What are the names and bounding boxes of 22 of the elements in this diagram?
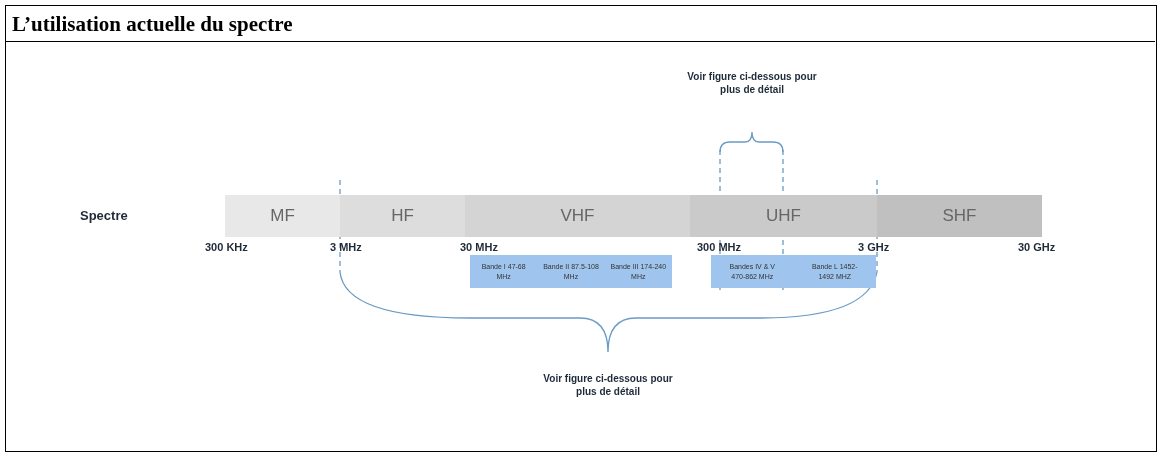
band-name: UHF: [766, 206, 801, 226]
spectrum-band-segment: [690, 195, 877, 237]
frequency-tick-label: 300 KHz: [205, 241, 248, 253]
band-name: HF: [391, 206, 414, 226]
note-text: Voir figure ci-dessous pour plus de détail: [543, 372, 673, 398]
axis-label: Spectre: [80, 208, 128, 223]
frequency-band-box: [470, 255, 672, 288]
note-text: Voir figure ci-dessous pour plus de détail: [687, 70, 817, 96]
spectrum-band-segment: [340, 195, 465, 237]
title: L’utilisation actuelle du spectre: [12, 12, 293, 37]
frequency-tick-label: 30 MHz: [460, 241, 498, 253]
frequency-tick-label: 3 GHz: [858, 241, 890, 253]
band-name: SHF: [942, 206, 977, 226]
band-name: VHF: [560, 206, 595, 226]
frequency-tick-label: 30 GHz: [1018, 241, 1056, 253]
band-name: MF: [270, 206, 295, 226]
frequency-tick-label: 3 MHz: [330, 241, 362, 253]
spectrum-band-segment: [465, 195, 690, 237]
frequency-band-box: [711, 255, 876, 288]
spectrum-band-segment: [877, 195, 1042, 237]
spectrum-band-segment: [225, 195, 340, 237]
frequency-tick-label: 300 MHz: [697, 241, 742, 253]
